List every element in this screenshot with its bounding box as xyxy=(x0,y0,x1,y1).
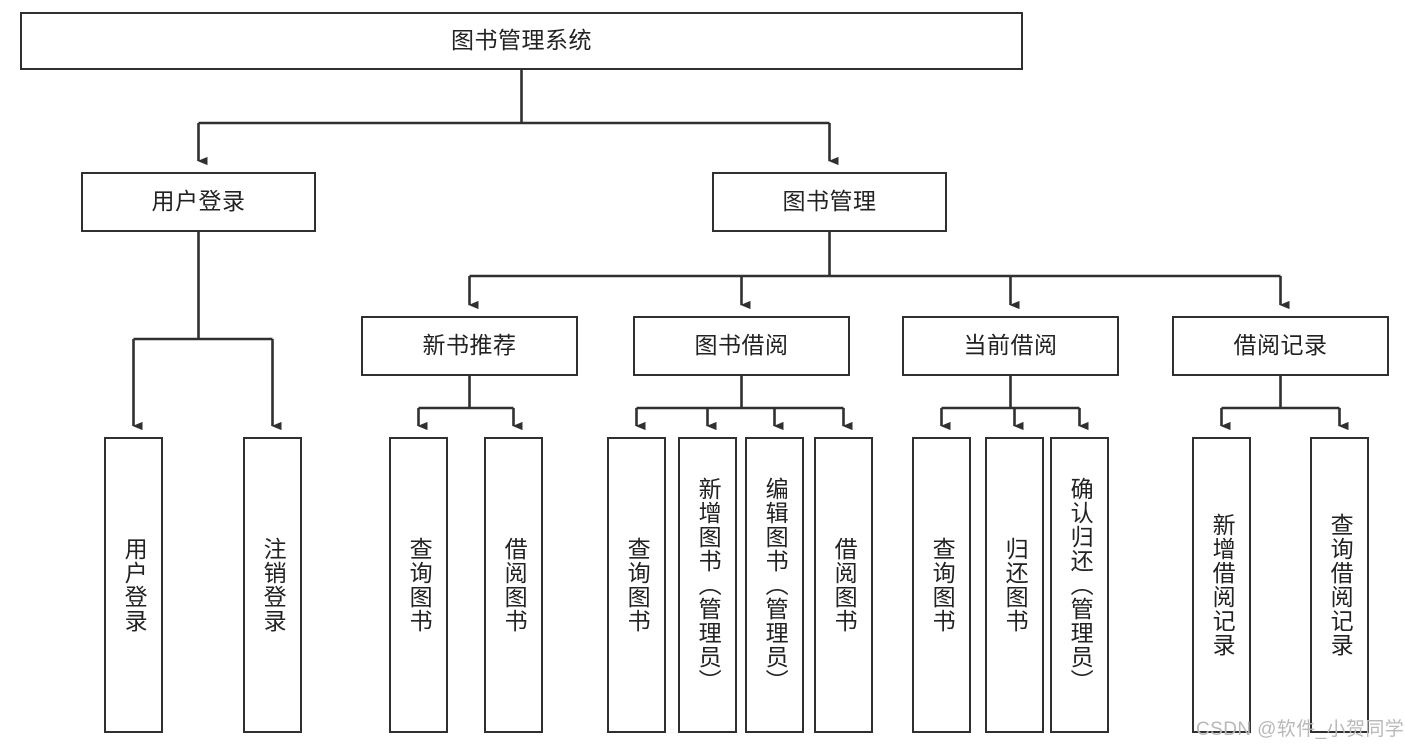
csdn-watermark: CSDN @软件_小贺同学 xyxy=(1196,719,1405,740)
node-leaf-b-add: 新增图书（管理员） xyxy=(678,437,737,733)
node-leaf-r-query: 查询借阅记录 xyxy=(1310,437,1369,733)
node-label: 图书借阅 xyxy=(694,332,789,359)
node-label: 借阅图书 xyxy=(501,537,528,633)
node-leaf-b-edit: 编辑图书（管理员） xyxy=(745,437,804,733)
node-leaf-user-login: 用户登录 xyxy=(104,437,163,733)
node-label: 查询图书 xyxy=(624,537,651,633)
node-leaf-new-query: 查询图书 xyxy=(389,437,448,733)
node-leaf-b-borrow: 借阅图书 xyxy=(814,437,873,733)
node-label: 确认归还（管理员） xyxy=(1067,477,1094,693)
node-label: 编辑图书（管理员） xyxy=(762,477,789,693)
node-leaf-user-logout: 注销登录 xyxy=(243,437,302,733)
node-label: 用户登录 xyxy=(121,537,148,633)
node-label: 新增图书（管理员） xyxy=(695,477,722,693)
node-l3-new: 新书推荐 xyxy=(361,316,578,376)
node-leaf-c-query: 查询图书 xyxy=(912,437,971,733)
node-leaf-new-borrow: 借阅图书 xyxy=(484,437,543,733)
node-label: 查询借阅记录 xyxy=(1327,513,1354,657)
node-label: 借阅图书 xyxy=(831,537,858,633)
node-root: 图书管理系统 xyxy=(20,12,1023,70)
node-leaf-c-return: 归还图书 xyxy=(985,437,1044,733)
node-l2-book: 图书管理 xyxy=(712,172,947,232)
node-l3-current: 当前借阅 xyxy=(902,316,1119,376)
node-l3-borrow: 图书借阅 xyxy=(633,316,850,376)
node-label: 借阅记录 xyxy=(1233,332,1328,359)
node-label: 新书推荐 xyxy=(422,332,517,359)
node-label: 当前借阅 xyxy=(963,332,1058,359)
node-label: 归还图书 xyxy=(1002,537,1029,633)
node-label: 注销登录 xyxy=(260,537,287,633)
node-label: 用户登录 xyxy=(151,188,246,215)
node-label: 新增借阅记录 xyxy=(1209,513,1236,657)
node-label: 查询图书 xyxy=(929,537,956,633)
node-leaf-r-add: 新增借阅记录 xyxy=(1192,437,1251,733)
node-label: 查询图书 xyxy=(406,537,433,633)
node-leaf-c-confirm: 确认归还（管理员） xyxy=(1050,437,1109,733)
node-leaf-b-query: 查询图书 xyxy=(607,437,666,733)
node-label: 图书管理 xyxy=(782,188,877,215)
node-label: 图书管理系统 xyxy=(451,27,592,54)
node-l3-record: 借阅记录 xyxy=(1172,316,1389,376)
node-l2-user: 用户登录 xyxy=(81,172,316,232)
